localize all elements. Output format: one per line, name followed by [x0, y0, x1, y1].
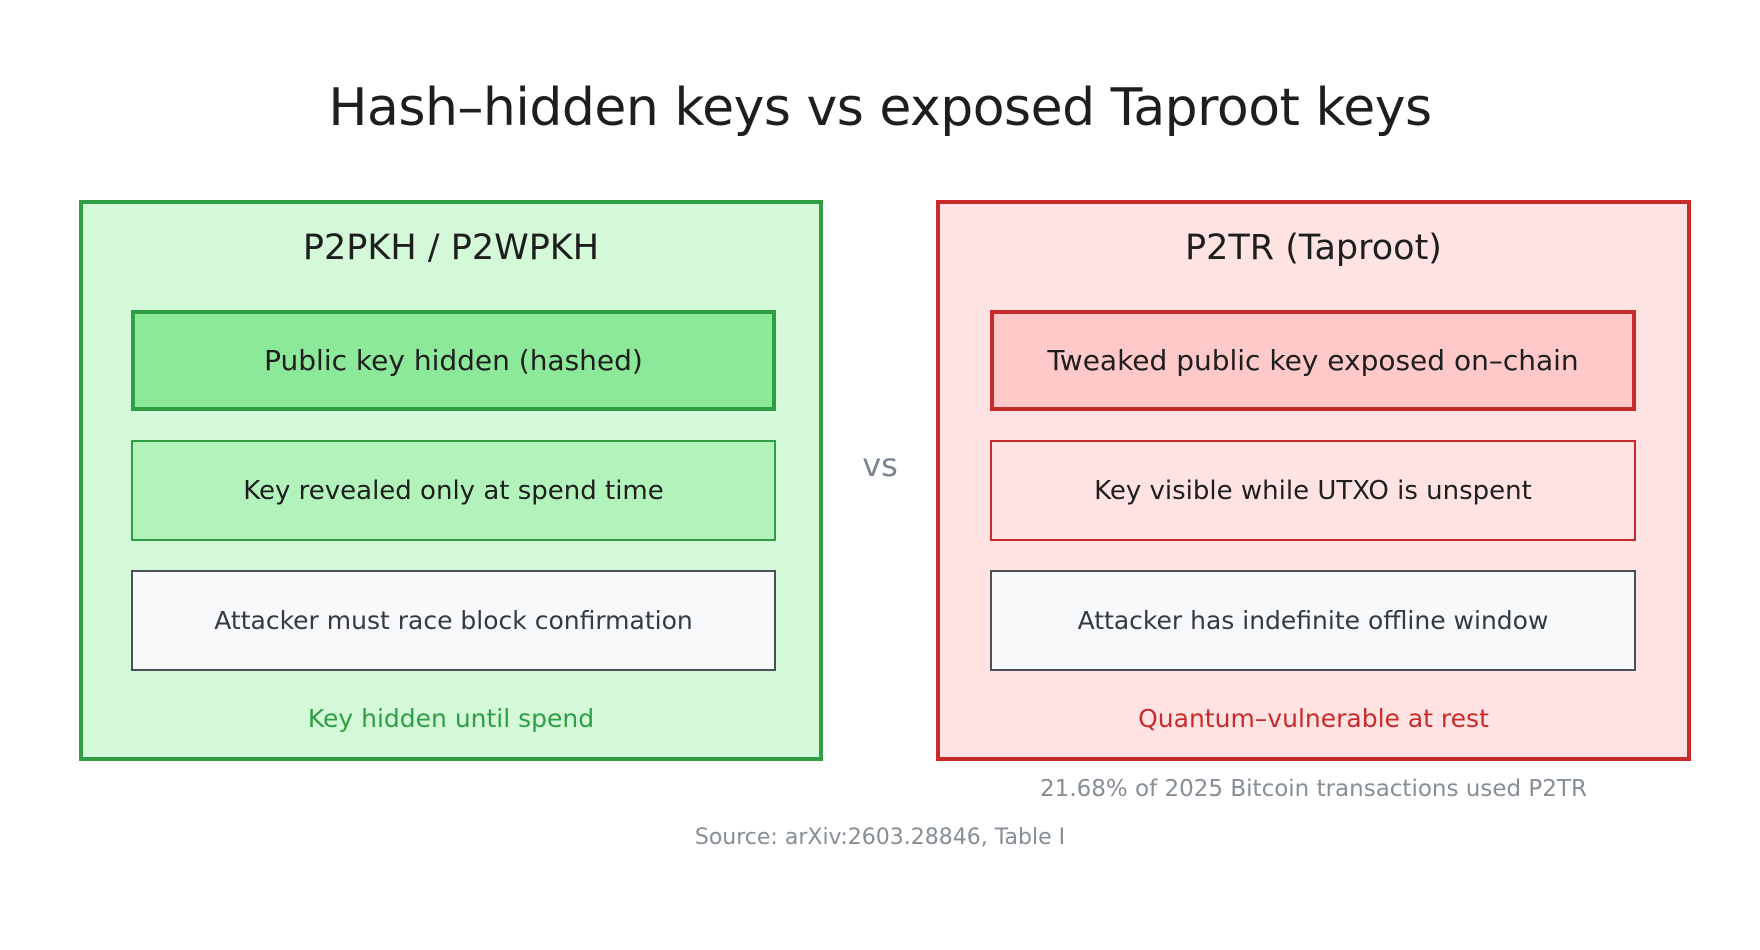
item-label: Key revealed only at spend time — [243, 475, 664, 506]
item-label: Attacker has indefinite offline window — [1077, 606, 1549, 635]
panel-p2tr: P2TR (Taproot) Tweaked public key expose… — [936, 200, 1691, 761]
item-key-revealed-at-spend: Key revealed only at spend time — [131, 440, 776, 541]
panel-footer-p2pkh: Key hidden until spend — [307, 704, 595, 733]
p2tr-usage-note: 21.68% of 2025 Bitcoin transactions used… — [1040, 776, 1587, 802]
panel-footer-p2tr: Quantum–vulnerable at rest — [1138, 704, 1489, 733]
item-label: Public key hidden (hashed) — [264, 344, 643, 377]
item-key-visible-unspent: Key visible while UTXO is unspent — [990, 440, 1636, 541]
diagram-title: Hash–hidden keys vs exposed Taproot keys — [328, 78, 1432, 138]
item-attacker-offline-window: Attacker has indefinite offline window — [990, 570, 1636, 671]
panel-title-p2pkh: P2PKH / P2WPKH — [302, 228, 600, 268]
item-tweaked-key-exposed: Tweaked public key exposed on–chain — [990, 310, 1636, 411]
panel-p2pkh: P2PKH / P2WPKH Public key hidden (hashed… — [79, 200, 823, 761]
item-label: Attacker must race block confirmation — [214, 606, 693, 635]
vs-separator: vs — [862, 446, 898, 484]
item-label: Tweaked public key exposed on–chain — [1047, 344, 1579, 377]
item-public-key-hidden: Public key hidden (hashed) — [131, 310, 776, 411]
panel-title-p2tr: P2TR (Taproot) — [1185, 228, 1442, 268]
item-attacker-race: Attacker must race block confirmation — [131, 570, 776, 671]
source-citation: Source: arXiv:2603.28846, Table I — [694, 825, 1066, 850]
item-label: Key visible while UTXO is unspent — [1094, 475, 1532, 506]
